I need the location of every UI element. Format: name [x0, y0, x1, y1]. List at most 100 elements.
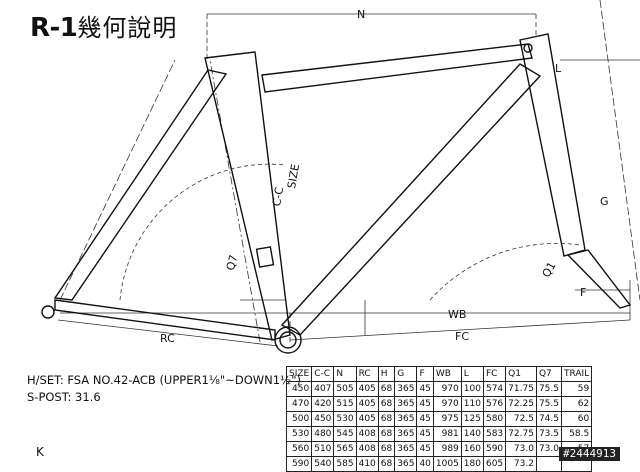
table-cell: 970 [432, 396, 462, 412]
table-cell: 405 [355, 381, 379, 397]
watermark: #2444913 [559, 447, 620, 461]
table-cell: 515 [333, 396, 357, 412]
column-header: Q7 [535, 366, 562, 382]
column-header: L [460, 366, 484, 382]
table-cell: 68 [377, 396, 396, 412]
table-cell: 480 [311, 426, 335, 442]
frame-geometry-drawing: N C-C SIZE Q7 Q1 WB FC RC L G F [41, 0, 640, 354]
head-tube [519, 33, 586, 257]
corner-mark: K [36, 445, 44, 459]
table-cell: 605 [482, 456, 507, 472]
table-cell: 590 [482, 441, 507, 457]
seat-stays [53, 69, 228, 301]
table-cell: 45 [416, 381, 434, 397]
column-header: Q1 [505, 366, 537, 382]
table-cell: 60 [560, 411, 593, 427]
table-cell: 500 [285, 411, 313, 427]
table-cell: 73.5 [535, 426, 562, 442]
table-cell: 585 [333, 456, 357, 472]
label-l: L [555, 62, 562, 75]
table-cell: 68 [377, 426, 396, 442]
column-header: H [377, 366, 396, 382]
table-cell: 125 [460, 411, 484, 427]
table-cell: 62 [560, 396, 593, 412]
table-cell: 408 [355, 441, 379, 457]
headset-spec: H/SET: FSA NO.42-ACB (UPPER1⅛"~DOWN1½") [27, 373, 301, 387]
table-cell: 410 [355, 456, 379, 472]
bottom-bracket [274, 326, 302, 354]
table-cell: 72.5 [505, 411, 537, 427]
label-wb: WB [448, 308, 466, 321]
down-tube [280, 63, 542, 336]
column-header: TRAIL [560, 366, 593, 382]
model-name: R-1 [30, 13, 78, 43]
label-q1: Q1 [540, 260, 559, 280]
table-cell: 160 [460, 441, 484, 457]
table-cell: 530 [333, 411, 357, 427]
label-q7: Q7 [224, 253, 241, 272]
table-cell: 68 [377, 381, 396, 397]
table-cell: 140 [460, 426, 484, 442]
label-f: F [580, 286, 586, 299]
table-cell: 58.5 [560, 426, 593, 442]
table-cell: 576 [482, 396, 507, 412]
column-header: WB [432, 366, 462, 382]
label-size: SIZE [285, 163, 302, 190]
component-specs: H/SET: FSA NO.42-ACB (UPPER1⅛"~DOWN1½") … [27, 372, 301, 406]
label-n: N [357, 8, 365, 21]
table-cell: 540 [311, 456, 335, 472]
table-cell: 590 [285, 456, 313, 472]
table-cell: 75.5 [535, 396, 562, 412]
table-cell: 110 [460, 396, 484, 412]
table-cell: 365 [394, 381, 418, 397]
column-header: RC [355, 366, 379, 382]
table-cell: 45 [416, 411, 434, 427]
table-cell: 975 [432, 411, 462, 427]
table-cell: 100 [460, 381, 484, 397]
table-cell: 68 [377, 441, 396, 457]
table-cell: 45 [416, 441, 434, 457]
table-cell: 407 [311, 381, 335, 397]
label-g: G [600, 195, 609, 208]
label-rc: RC [160, 332, 175, 345]
column-header: G [394, 366, 418, 382]
table-cell: 72.25 [505, 396, 537, 412]
table-cell: 450 [285, 381, 313, 397]
table-cell: 73.0 [535, 441, 562, 457]
column-header: N [333, 366, 357, 382]
seatpost-spec: S-POST: 31.6 [27, 390, 101, 404]
label-fc: FC [455, 330, 469, 343]
table-cell: 970 [432, 381, 462, 397]
table-cell: 74.5 [535, 411, 562, 427]
fork [566, 249, 632, 309]
table-cell: 73.2 [505, 456, 537, 472]
table-cell: 583 [482, 426, 507, 442]
table-cell: 405 [355, 411, 379, 427]
table-cell: 574 [482, 381, 507, 397]
q7-angle-arc [119, 163, 286, 301]
column-header: C-C [311, 366, 335, 382]
q1-angle-arc [429, 243, 581, 301]
table-cell: 405 [355, 396, 379, 412]
page-title: R-1幾何說明 [30, 8, 177, 43]
table-cell: 71.75 [505, 381, 537, 397]
table-cell: 580 [482, 411, 507, 427]
table-cell: 365 [394, 426, 418, 442]
table-cell: 180 [460, 456, 484, 472]
table-cell: 75.5 [535, 381, 562, 397]
table-cell: 470 [285, 396, 313, 412]
table-cell: 73.0 [505, 441, 537, 457]
table-cell: 40 [416, 456, 434, 472]
table-cell: 545 [333, 426, 357, 442]
table-cell: 365 [394, 441, 418, 457]
table-cell: 560 [285, 441, 313, 457]
table-cell: 59 [560, 381, 593, 397]
